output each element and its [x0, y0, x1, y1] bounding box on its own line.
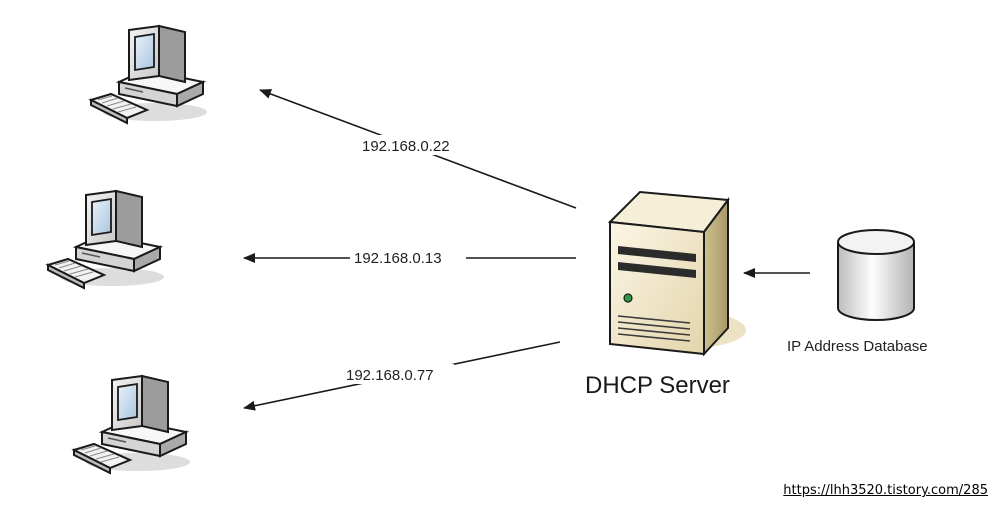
desktop-computer-icon [90, 25, 208, 124]
source-link[interactable]: https://lhh3520.tistory.com/285 [783, 483, 988, 498]
database-cylinder-icon [837, 229, 915, 321]
desktop-computer-icon [73, 375, 191, 474]
database-label: IP Address Database [787, 338, 928, 355]
ip-label: 192.168.0.77 [346, 367, 434, 384]
server-label: DHCP Server [585, 372, 730, 399]
server-tower-icon [607, 190, 746, 357]
desktop-computer-icon [47, 190, 165, 289]
ip-label: 192.168.0.22 [362, 138, 450, 155]
ip-label: 192.168.0.13 [354, 250, 442, 267]
